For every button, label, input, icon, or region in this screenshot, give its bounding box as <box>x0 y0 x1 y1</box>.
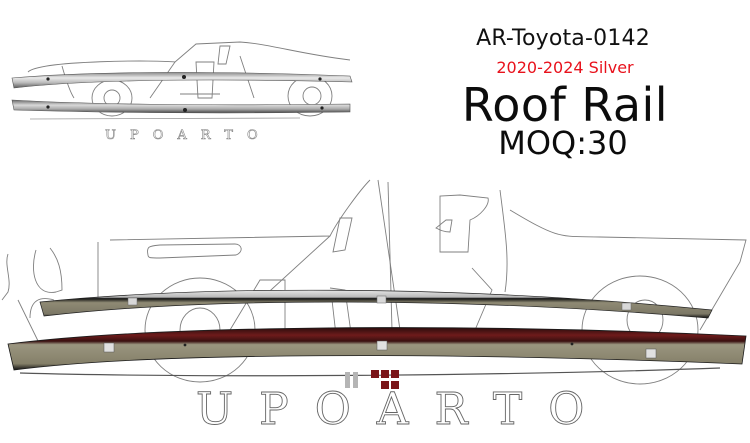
product-title: Roof Rail <box>461 78 669 132</box>
product-moq: MOQ:30 <box>498 124 628 162</box>
product-sku: AR-Toyota-0142 <box>476 26 650 51</box>
brand-wordmark-small: UPOARTO <box>105 128 272 144</box>
brand-wordmark-large: UPOARTO <box>196 384 611 436</box>
product-years-color: 2020-2024 Silver <box>496 58 634 77</box>
